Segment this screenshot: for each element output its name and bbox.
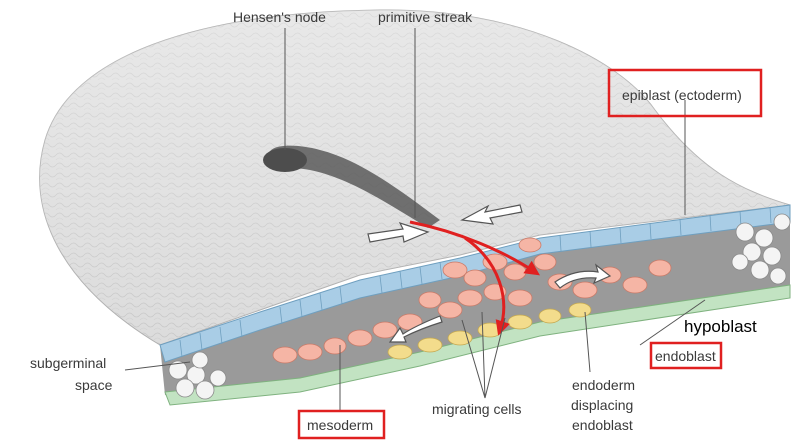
primitive-streak-groove xyxy=(268,145,440,228)
highlight-box-endoblast xyxy=(649,341,723,370)
arrow-right-surface xyxy=(367,221,430,243)
label-endoderm-line1: endoderm xyxy=(572,377,635,393)
red-arrow-ingress-down xyxy=(464,236,510,336)
arrow-left-surface xyxy=(460,204,523,225)
label-endoderm-line3: endoblast xyxy=(572,417,633,433)
label-migrating-cells: migrating cells xyxy=(432,401,521,417)
highlight-box-epiblast xyxy=(607,68,763,118)
epiblast-cells xyxy=(179,206,772,358)
hensens-node-pit xyxy=(263,148,307,172)
lateral-cells-left xyxy=(168,351,227,400)
label-hensens-node: Hensen's node xyxy=(233,9,326,25)
red-arrows xyxy=(409,220,540,336)
red-arrow-ingress-right xyxy=(409,220,540,276)
label-subgerminal-space-line2: space xyxy=(75,377,113,393)
arrow-left-deep xyxy=(388,315,443,343)
label-epiblast: epiblast (ectoderm) xyxy=(622,87,742,103)
label-subgerminal-space-line1: subgerminal xyxy=(30,355,106,371)
arrow-right-deep xyxy=(554,263,612,289)
label-primitive-streak: primitive streak xyxy=(378,9,473,25)
label-hypoblast: hypoblast xyxy=(684,317,757,336)
white-arrows xyxy=(367,204,612,343)
highlight-box-mesoderm xyxy=(297,409,386,440)
label-endoblast: endoblast xyxy=(655,348,716,364)
label-mesoderm: mesoderm xyxy=(307,417,373,433)
endoblast-layer xyxy=(164,284,791,406)
leader-lines xyxy=(124,28,706,412)
label-endoderm-line2: displacing xyxy=(571,397,633,413)
lateral-cells-right xyxy=(731,213,791,285)
